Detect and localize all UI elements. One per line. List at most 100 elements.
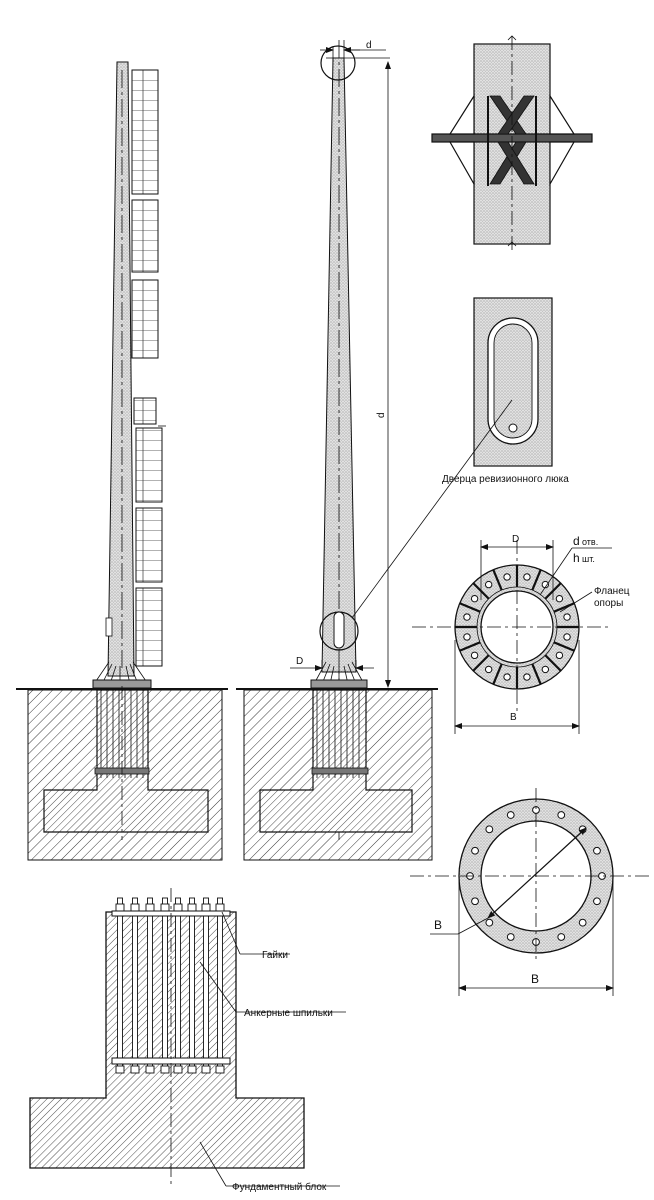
flange-label-line2: опоры: [594, 598, 623, 609]
flange-ring-plan: B: [410, 788, 650, 962]
stud-nut: [215, 903, 225, 912]
anchor-studs-label: Анкерные шпильки: [244, 1008, 333, 1019]
ring-B-bottom-label: B: [531, 972, 539, 986]
stud-nut: [115, 1065, 125, 1074]
anchor-stud: [117, 897, 123, 1069]
flange-rib: [553, 641, 575, 652]
stud-nut: [145, 903, 155, 912]
left-foundation: [27, 686, 223, 861]
flange-plan-ribbed: [412, 540, 610, 712]
flange-rib: [544, 654, 562, 672]
top-d-label: d: [366, 40, 372, 51]
left-pole-view: [92, 61, 166, 689]
stud-h-suffix: шт.: [582, 554, 595, 564]
bolt-hole: [593, 897, 601, 906]
bolt-hole: [506, 811, 515, 819]
panel-block-2: [131, 199, 159, 273]
nuts-label: Гайки: [262, 950, 288, 961]
anchor-stud: [217, 897, 223, 1069]
dimension-height-d: d: [356, 61, 396, 690]
anchor-stud: [203, 897, 209, 1069]
bolt-hole: [503, 673, 511, 681]
flange-rib: [459, 602, 481, 613]
bolt-hole: [506, 933, 515, 941]
hole-d-suffix: отв.: [582, 537, 598, 547]
stud-nut: [187, 1065, 197, 1074]
bolt-hole: [541, 665, 550, 674]
stud-nut: [130, 903, 140, 912]
callout-foundation-block: Фундаментный блок: [199, 1141, 340, 1193]
stud-h-letter: h: [573, 551, 580, 565]
flange-rib: [531, 569, 542, 591]
bolt-hole: [557, 811, 566, 819]
stud-nut: [160, 903, 170, 912]
ring-B-diag-label: B: [434, 918, 442, 932]
foundation-block-label: Фундаментный блок: [232, 1181, 327, 1193]
bolt-hole: [463, 633, 471, 641]
flange-rib: [492, 569, 503, 591]
bolt-hole: [578, 918, 587, 927]
stud-nut: [145, 1065, 155, 1074]
flange-label-line1: Фланец: [594, 586, 630, 597]
bolt-hole: [557, 933, 566, 941]
panel-block-7: [135, 587, 163, 667]
left-pole-shaft: [107, 61, 135, 677]
panel-block-1: [131, 69, 159, 195]
flange-callout: Фланец опоры: [559, 586, 630, 613]
bolt-hole: [470, 651, 479, 660]
flange-rib: [531, 663, 542, 685]
bolt-hole: [523, 673, 531, 681]
bolt-hole: [555, 594, 564, 603]
flange-holes: [463, 573, 571, 681]
dimension-base-D: D: [290, 656, 374, 672]
anchor-stud: [147, 897, 153, 1069]
flange-rib: [459, 641, 481, 652]
dimension-flange-B: B: [454, 640, 580, 734]
flange-D-label: D: [512, 534, 519, 545]
base-D-label: D: [296, 656, 303, 667]
bolt-hole: [563, 613, 571, 621]
bolt-hole: [485, 918, 494, 927]
hole-spec: d отв. h шт.: [539, 534, 612, 596]
stud-nut: [201, 903, 211, 912]
stud-nut: [115, 903, 125, 912]
flange-joint-detail: [431, 35, 593, 250]
bolt-hole: [523, 573, 531, 581]
flange-rib: [492, 663, 503, 685]
anchor-stud: [132, 897, 138, 1069]
panel-block-5: [135, 427, 163, 503]
stud-nut: [160, 1065, 170, 1074]
anchor-stud: [175, 897, 181, 1069]
callout-nuts: Гайки: [221, 911, 290, 961]
middle-pole-view: [310, 40, 368, 840]
bolt-hole: [485, 825, 494, 834]
stud-nut: [215, 1065, 225, 1074]
middle-foundation: [243, 689, 433, 861]
stud-nut: [130, 1065, 140, 1074]
access-door-detail: [473, 297, 553, 467]
flange-rib: [472, 654, 490, 672]
bolt-hole: [484, 665, 493, 674]
bolt-hole: [555, 651, 564, 660]
bolt-hole: [471, 897, 479, 906]
bolt-hole: [463, 613, 471, 621]
flange-B-label: B: [510, 712, 517, 723]
panel-block-6: [135, 507, 163, 583]
bolt-hole: [503, 573, 511, 581]
stud-nut: [173, 1065, 183, 1074]
dimension-top-d: d: [320, 40, 390, 62]
panel-block-4: [133, 397, 157, 425]
stud-nut: [173, 903, 183, 912]
dimension-ring-B: B: [458, 880, 614, 996]
height-d-label: d: [376, 412, 387, 418]
foundation-block-detail: [29, 888, 305, 1186]
callout-anchor-studs: Анкерные шпильки: [199, 961, 346, 1019]
anchor-stud: [189, 897, 195, 1069]
stud-nut: [187, 903, 197, 912]
stud-nut: [201, 1065, 211, 1074]
panel-block-3: [131, 279, 159, 359]
flange-rib: [553, 602, 575, 613]
hole-d-letter: d: [573, 534, 580, 548]
bolt-hole: [471, 846, 479, 855]
